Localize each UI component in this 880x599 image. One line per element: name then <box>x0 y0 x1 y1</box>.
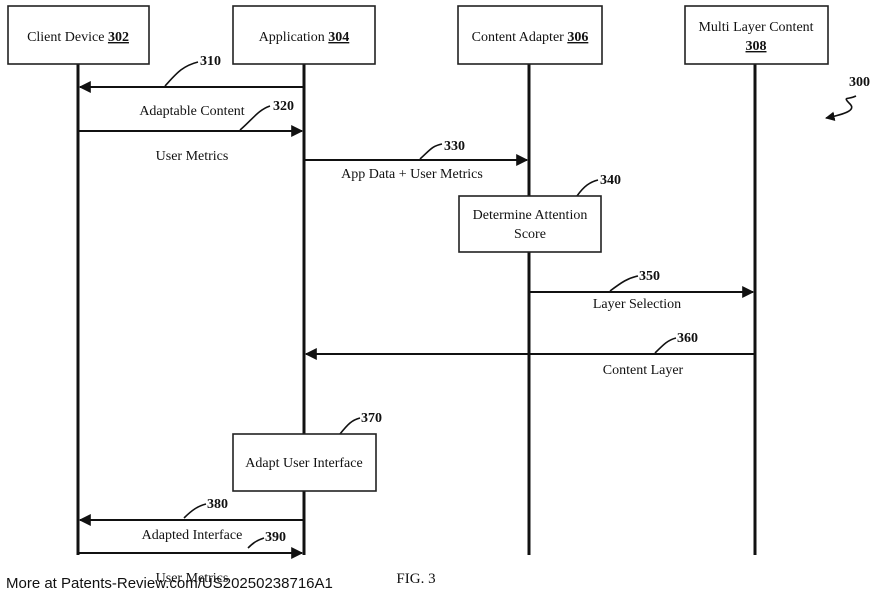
footer-link[interactable]: More at Patents-Review.com/US20250238716… <box>6 575 333 592</box>
leader-370 <box>340 418 360 434</box>
ref-310: 310 <box>200 54 221 69</box>
ref-340: 340 <box>600 173 621 188</box>
participant-label: Content Adapter <box>472 30 564 45</box>
svg-text:Client Device 302: Client Device 302 <box>27 30 129 45</box>
participant-ref: 308 <box>746 39 767 54</box>
participant-multi-layer-content: Multi Layer Content 308 <box>685 6 828 64</box>
participant-ref: 304 <box>328 30 349 45</box>
leader-390 <box>248 538 264 548</box>
leader-350 <box>610 276 638 291</box>
leader-340 <box>577 180 598 196</box>
ref-380: 380 <box>207 497 228 512</box>
svg-text:Application 304: Application 304 <box>259 30 350 45</box>
participant-application: Application 304 <box>233 6 375 64</box>
ref-370: 370 <box>361 411 382 426</box>
participant-client-device: Client Device 302 <box>8 6 149 64</box>
participant-ref: 306 <box>567 30 588 45</box>
ref-360: 360 <box>677 331 698 346</box>
leader-310 <box>165 62 198 86</box>
message-label-layer-selection: Layer Selection <box>593 297 681 312</box>
figure-caption: FIG. 3 <box>396 571 435 587</box>
participant-label: Client Device <box>27 30 104 45</box>
participant-ref: 302 <box>108 30 129 45</box>
leader-380 <box>184 504 206 518</box>
process-label-line2: Score <box>514 227 546 242</box>
leader-330 <box>420 144 442 159</box>
participant-label: Multi Layer Content <box>698 20 813 35</box>
participant-content-adapter: Content Adapter 306 <box>458 6 602 64</box>
figure-ref-leader <box>826 96 856 118</box>
message-label-adaptable-content: Adaptable Content <box>139 104 244 119</box>
process-label-line1: Determine Attention <box>473 208 588 223</box>
message-label-content-layer: Content Layer <box>603 363 684 378</box>
message-label-user-metrics: User Metrics <box>156 149 229 164</box>
leader-360 <box>655 338 676 353</box>
ref-320: 320 <box>273 99 294 114</box>
message-label-adapted-interface: Adapted Interface <box>142 528 243 543</box>
ref-350: 350 <box>639 269 660 284</box>
figure-ref-label: 300 <box>849 75 870 90</box>
ref-390: 390 <box>265 530 286 545</box>
svg-text:Content Adapter 306: Content Adapter 306 <box>472 30 589 45</box>
process-box-determine-attention-score <box>459 196 601 252</box>
ref-330: 330 <box>444 139 465 154</box>
message-label-app-data: App Data + User Metrics <box>341 167 483 182</box>
process-label-line1: Adapt User Interface <box>245 456 362 471</box>
participant-label: Application <box>259 30 325 45</box>
